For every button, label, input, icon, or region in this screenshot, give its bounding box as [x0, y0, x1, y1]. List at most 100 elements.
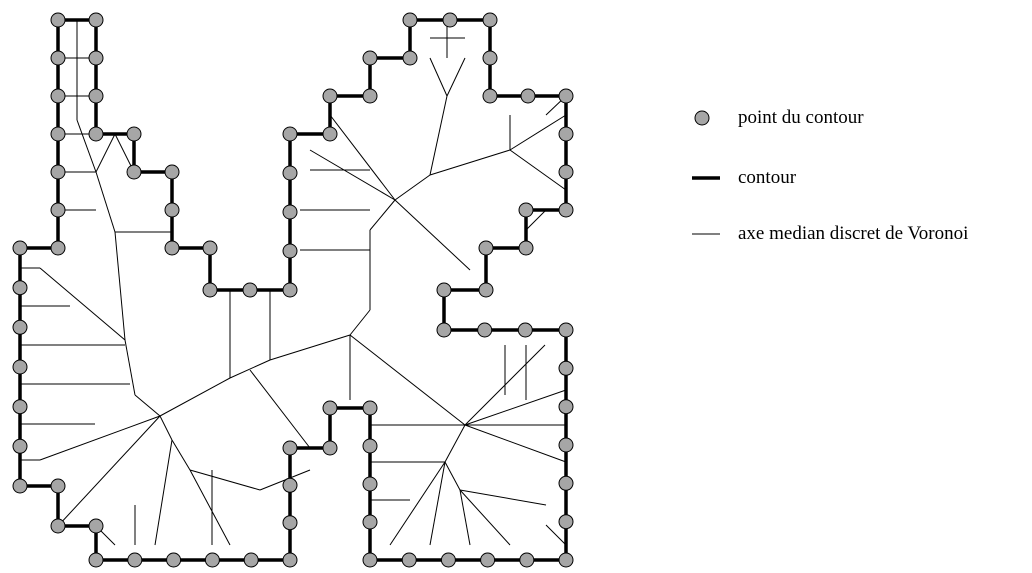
contour-point	[12, 319, 28, 335]
contour-point	[519, 552, 535, 568]
contour-point	[50, 518, 66, 534]
axis-segment	[444, 424, 466, 463]
contour-point	[243, 552, 259, 568]
contour-point	[402, 50, 418, 66]
contour-point	[362, 514, 378, 530]
axis-segment	[39, 415, 161, 461]
contour-point	[164, 202, 180, 218]
contour-point	[322, 400, 338, 416]
axis-segment	[349, 334, 466, 426]
contour-point	[558, 552, 574, 568]
contour-point	[482, 50, 498, 66]
axis-segment	[389, 461, 446, 546]
contour-point	[362, 400, 378, 416]
contour-point	[558, 202, 574, 218]
contour-point	[482, 88, 498, 104]
axis-segment	[57, 415, 161, 527]
contour-point	[402, 12, 418, 28]
contour-point	[282, 477, 298, 493]
contour-point	[242, 282, 258, 298]
contour-point	[558, 360, 574, 376]
contour-point	[362, 88, 378, 104]
axis-segment	[329, 114, 396, 201]
axis-segment	[509, 149, 567, 191]
contour-point	[282, 515, 298, 531]
contour-point	[202, 282, 218, 298]
axis-segment	[525, 209, 547, 231]
contour-point	[50, 88, 66, 104]
contour-point	[401, 552, 417, 568]
contour-point	[88, 126, 104, 142]
axis-segment	[154, 439, 173, 546]
axis-segment	[229, 359, 271, 379]
axis-segment	[171, 439, 191, 471]
contour-point	[12, 399, 28, 415]
contour-point	[88, 88, 104, 104]
axis-segment	[446, 57, 466, 97]
contour-point	[362, 552, 378, 568]
contour-point	[478, 282, 494, 298]
axis-segment	[464, 424, 567, 463]
contour-point	[558, 399, 574, 415]
contour-point	[520, 88, 536, 104]
contour-point	[12, 280, 28, 296]
contour-point	[518, 202, 534, 218]
contour-point	[12, 478, 28, 494]
contour-point	[204, 552, 220, 568]
contour-point	[558, 126, 574, 142]
contour-point	[282, 126, 298, 142]
contour-point	[362, 50, 378, 66]
contour-point	[166, 552, 182, 568]
contour-points	[12, 12, 574, 568]
contour-point	[362, 476, 378, 492]
axis-segment	[429, 95, 448, 176]
axis-segment	[459, 489, 471, 546]
contour-point	[50, 202, 66, 218]
axis-segment	[189, 469, 231, 546]
contour-point	[558, 322, 574, 338]
axis-segment	[394, 199, 471, 271]
contour-point	[558, 514, 574, 530]
contour-point	[202, 240, 218, 256]
contour-point	[126, 126, 142, 142]
contour-point	[88, 12, 104, 28]
contour-point	[440, 552, 456, 568]
axis-segment	[369, 199, 396, 231]
contour-point	[482, 12, 498, 28]
contour-point	[282, 440, 298, 456]
contour-point	[50, 12, 66, 28]
contour-point	[50, 240, 66, 256]
contour-point	[12, 359, 28, 375]
axis-segment	[95, 171, 116, 233]
axis-segment	[429, 149, 511, 176]
contour-point	[88, 552, 104, 568]
contour-point	[322, 126, 338, 142]
axis-segment	[349, 309, 371, 336]
contour-point	[282, 243, 298, 259]
axis-segment	[309, 149, 396, 201]
axis-segment	[509, 114, 567, 151]
contour-point	[436, 282, 452, 298]
axis-segment	[269, 334, 351, 361]
contour-point	[558, 437, 574, 453]
contour-point	[442, 12, 458, 28]
contour-point	[50, 164, 66, 180]
contour-point	[436, 322, 452, 338]
contour-point	[362, 438, 378, 454]
contour-point	[478, 240, 494, 256]
contour-point	[88, 518, 104, 534]
contour-point	[282, 165, 298, 181]
contour-point	[88, 50, 104, 66]
contour-point	[164, 240, 180, 256]
contour-point	[558, 475, 574, 491]
contour-point	[477, 322, 493, 338]
axis-segment	[159, 415, 173, 441]
axis-segment	[459, 489, 547, 506]
contour-point	[322, 88, 338, 104]
contour-point	[322, 440, 338, 456]
axis-segment	[545, 524, 567, 546]
contour-point	[518, 240, 534, 256]
contour-point	[282, 552, 298, 568]
contour-point	[50, 50, 66, 66]
